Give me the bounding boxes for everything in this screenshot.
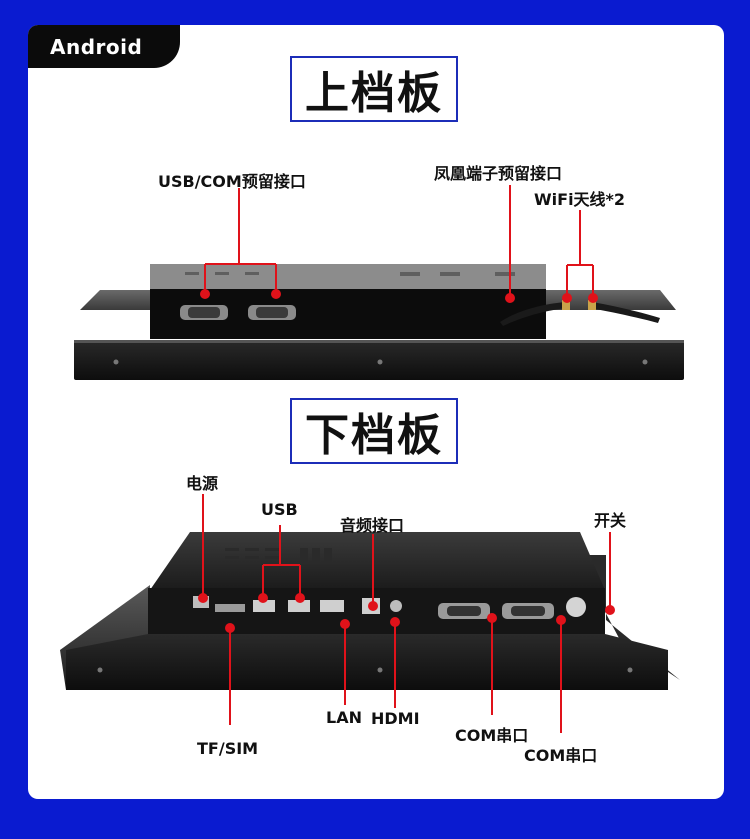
screw	[627, 667, 633, 673]
tfsim-label: TF/SIM	[197, 739, 259, 758]
top-vents	[185, 272, 515, 276]
screw	[377, 359, 383, 365]
switch-label: 开关	[594, 511, 627, 530]
usb-port	[288, 600, 310, 612]
android-badge: Android	[28, 25, 180, 68]
top-panel-title: 上档板	[290, 56, 458, 122]
usb-com-reserved-label: USB/COM预留接口	[158, 172, 306, 191]
wifi-antenna-label: WiFi天线*2	[534, 190, 626, 209]
db9-port	[502, 603, 554, 619]
db9-port	[438, 603, 490, 619]
wifi-antenna	[500, 300, 570, 326]
wifi-antenna	[588, 300, 660, 323]
usb-label: USB	[261, 500, 298, 519]
bottom-vents	[225, 548, 332, 562]
screw	[377, 667, 383, 673]
top-upper-housing	[150, 264, 546, 290]
hdmi-port	[320, 600, 344, 612]
bottom-panel-title: 下档板	[290, 398, 458, 464]
tfsim-slot	[215, 604, 245, 612]
com-port-label-1: COM串口	[455, 726, 529, 745]
audio-jack	[390, 600, 402, 612]
screw	[113, 359, 119, 365]
lan-label: LAN	[326, 708, 362, 727]
com-port-label-2: COM串口	[524, 746, 598, 765]
usb-port	[253, 600, 275, 612]
power-switch	[566, 597, 586, 617]
hdmi-label: HDMI	[371, 709, 420, 728]
bottom-back-housing	[150, 532, 605, 590]
bottom-device	[60, 532, 680, 690]
top-bezel-edge	[74, 340, 684, 343]
db9-port	[248, 305, 296, 320]
callout-lines	[202, 185, 611, 733]
screw	[97, 667, 103, 673]
callout-dots	[198, 289, 615, 633]
audio-label: 音频接口	[340, 516, 405, 535]
bottom-front-bezel	[66, 634, 668, 690]
phoenix-terminal-label: 凤凰端子预留接口	[434, 164, 563, 183]
db9-port	[180, 305, 228, 320]
top-device	[74, 264, 684, 380]
screw	[642, 359, 648, 365]
power-label: 电源	[186, 474, 219, 493]
